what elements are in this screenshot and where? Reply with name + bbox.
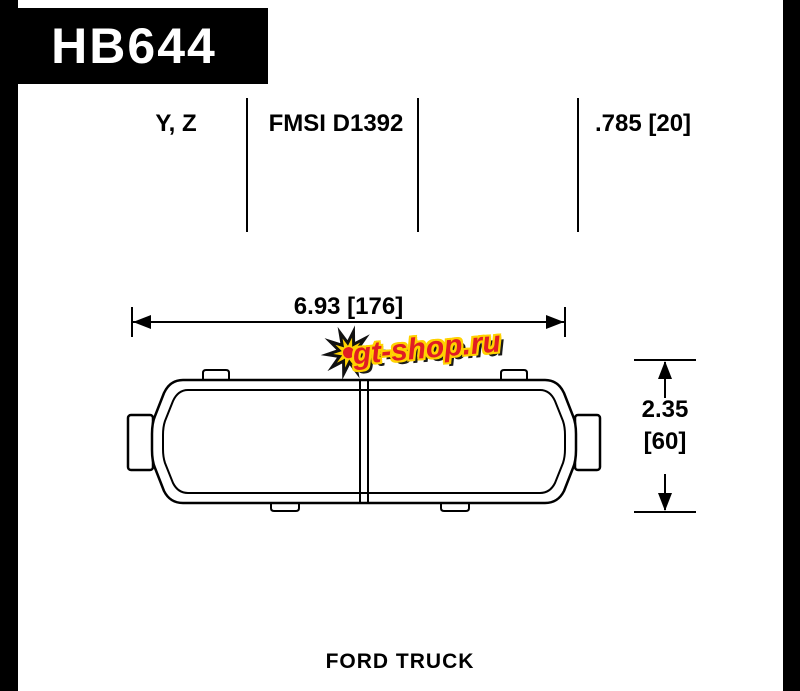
- application-label: FORD TRUCK: [325, 650, 475, 673]
- friction-material-outline: [162, 389, 566, 494]
- watermark: gt-shop.ru: [320, 318, 517, 389]
- bottom-tab-right: [440, 502, 470, 512]
- pad-thickness: .785 [20]: [594, 110, 692, 137]
- height-dimension-label-inches: 2.35: [641, 396, 689, 423]
- height-dimension-line-bottom: [664, 474, 666, 510]
- width-dimension-arrowhead-left: [133, 315, 151, 329]
- compound-codes: Y, Z: [155, 110, 197, 137]
- backing-plate-outline: [150, 378, 578, 505]
- width-dimension: 6.93 [176]: [131, 293, 566, 338]
- width-dimension-arrowhead-right: [546, 315, 564, 329]
- spec-divider-2: [417, 98, 419, 232]
- spec-divider-3: [577, 98, 579, 232]
- height-dimension-arrowhead-down: [658, 493, 672, 511]
- part-number: HB644: [51, 18, 217, 74]
- height-dimension-tick-bottom: [634, 511, 696, 513]
- part-number-box: HB644: [0, 8, 268, 84]
- width-dimension-line: [133, 321, 564, 323]
- watermark-burst-icon: [320, 325, 377, 380]
- left-border-bar: [0, 0, 18, 691]
- right-border-bar: [783, 0, 800, 691]
- width-dimension-tick-left: [131, 307, 133, 337]
- height-dimension: 2.35 [60]: [632, 352, 698, 520]
- spec-divider-1: [246, 98, 248, 232]
- top-clip-left: [202, 369, 230, 379]
- width-dimension-tick-right: [564, 307, 566, 337]
- left-ear-tab: [126, 413, 155, 472]
- height-dimension-line-top: [664, 362, 666, 398]
- height-dimension-label-mm: [60]: [643, 428, 687, 455]
- right-ear-tab: [573, 413, 602, 472]
- width-dimension-label: 6.93 [176]: [293, 293, 404, 320]
- height-dimension-tick-top: [634, 359, 696, 361]
- brake-pad-drawing: [126, 369, 602, 512]
- bottom-tab-left: [270, 502, 300, 512]
- fmsi-number: FMSI D1392: [268, 110, 404, 137]
- height-dimension-arrowhead-up: [658, 361, 672, 379]
- top-clip-right: [500, 369, 528, 379]
